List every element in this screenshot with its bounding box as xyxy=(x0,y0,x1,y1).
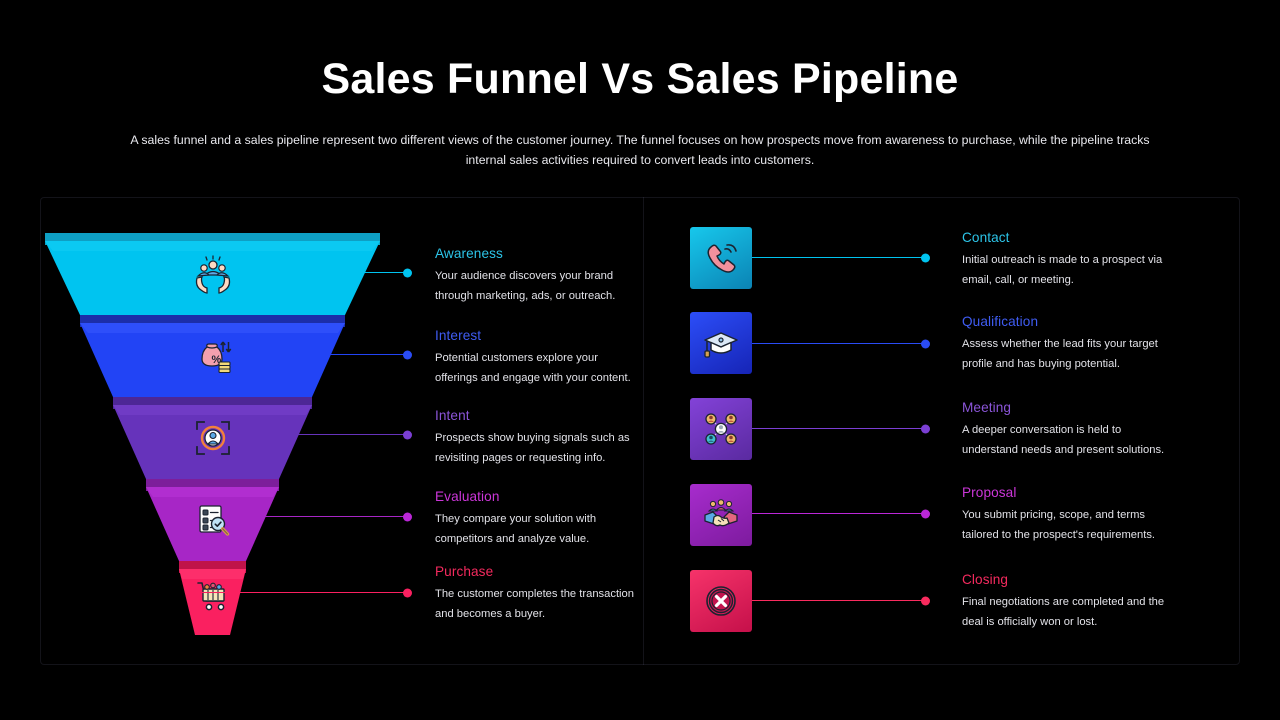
funnel-stage-title: Evaluation xyxy=(435,489,500,504)
pipeline-stage-description: A deeper conversation is held to underst… xyxy=(962,424,1165,456)
funnel-stage-evaluation: Evaluation They compare your solution wi… xyxy=(435,489,640,549)
sales-funnel-graphic: % xyxy=(40,225,385,635)
funnel-connector-purchase xyxy=(198,588,412,598)
pipeline-stage-title: Meeting xyxy=(962,400,1012,415)
pipeline-connector-meeting xyxy=(752,424,930,434)
funnel-connector-interest xyxy=(297,350,412,360)
funnel-stage-title: Awareness xyxy=(435,246,503,261)
pipeline-tile-closing[interactable] xyxy=(690,570,752,632)
funnel-stage-description: They compare your solution with competit… xyxy=(435,513,597,545)
funnel-stage-title: Interest xyxy=(435,328,482,343)
funnel-connector-dot xyxy=(403,430,412,440)
pipeline-stage-title: Contact xyxy=(962,230,1010,245)
page-subtitle: A sales funnel and a sales pipeline repr… xyxy=(130,133,1150,167)
funnel-connector-intent xyxy=(264,430,412,440)
pipeline-stage-description: Initial outreach is made to a prospect v… xyxy=(962,254,1163,286)
handshake-team-icon xyxy=(703,497,739,533)
pipeline-stage-contact: Contact Initial outreach is made to a pr… xyxy=(962,230,1177,290)
funnel-stage-intent: Intent Prospects show buying signals suc… xyxy=(435,408,640,468)
funnel-segment-purchase[interactable] xyxy=(40,561,385,643)
funnel-connector-evaluation xyxy=(231,512,412,522)
pipeline-stage-description: You submit pricing, scope, and terms tai… xyxy=(962,509,1156,541)
pipeline-tile-proposal[interactable] xyxy=(690,484,752,546)
pipeline-panel xyxy=(643,197,1240,665)
funnel-segment-evaluation[interactable] xyxy=(40,479,385,561)
pipeline-connector-contact xyxy=(752,253,930,263)
funnel-stage-title: Intent xyxy=(435,408,470,423)
pipeline-connector-dot xyxy=(921,596,930,606)
graduation-cap-icon xyxy=(703,325,739,361)
pipeline-stage-description: Final negotiations are completed and the… xyxy=(962,596,1165,628)
pipeline-stage-title: Proposal xyxy=(962,485,1017,500)
funnel-stage-interest: Interest Potential customers explore you… xyxy=(435,328,640,388)
pipeline-tile-contact[interactable] xyxy=(690,227,752,289)
pipeline-stage-closing: Closing Final negotiations are completed… xyxy=(962,572,1177,632)
funnel-panel xyxy=(40,197,644,665)
funnel-segment-interest[interactable]: % xyxy=(40,315,385,397)
network-people-icon xyxy=(703,411,739,447)
funnel-stage-title: Purchase xyxy=(435,564,494,579)
funnel-connector-awareness xyxy=(330,268,412,278)
funnel-stage-description: The customer completes the transaction a… xyxy=(435,588,634,620)
pipeline-stage-meeting: Meeting A deeper conversation is held to… xyxy=(962,400,1177,460)
funnel-stage-description: Prospects show buying signals such as re… xyxy=(435,432,630,464)
funnel-stage-awareness: Awareness Your audience discovers your b… xyxy=(435,246,640,306)
pipeline-connector-dot xyxy=(921,509,930,519)
funnel-connector-dot xyxy=(403,268,412,278)
pipeline-stage-title: Closing xyxy=(962,572,1009,587)
funnel-connector-dot xyxy=(403,512,412,522)
pipeline-stage-description: Assess whether the lead fits your target… xyxy=(962,338,1158,370)
funnel-stage-purchase: Purchase The customer completes the tran… xyxy=(435,564,640,624)
pipeline-tile-qualification[interactable] xyxy=(690,312,752,374)
pipeline-connector-dot xyxy=(921,339,930,349)
funnel-segment-awareness[interactable] xyxy=(40,233,385,315)
deal-closed-x-icon xyxy=(703,583,739,619)
pipeline-connector-proposal xyxy=(752,509,930,519)
ringing-phone-icon xyxy=(703,240,739,276)
pipeline-connector-qualification xyxy=(752,339,930,349)
funnel-stage-description: Potential customers explore your offerin… xyxy=(435,352,631,384)
funnel-stage-description: Your audience discovers your brand throu… xyxy=(435,270,616,302)
funnel-segment-intent[interactable] xyxy=(40,397,385,479)
funnel-connector-dot xyxy=(403,350,412,360)
page-title: Sales Funnel Vs Sales Pipeline xyxy=(321,55,959,103)
pipeline-connector-closing xyxy=(752,596,930,606)
pipeline-connector-dot xyxy=(921,253,930,263)
pipeline-connector-dot xyxy=(921,424,930,434)
pipeline-stage-title: Qualification xyxy=(962,314,1039,329)
funnel-connector-dot xyxy=(403,588,412,598)
pipeline-tile-meeting[interactable] xyxy=(690,398,752,460)
pipeline-stage-qualification: Qualification Assess whether the lead fi… xyxy=(962,314,1177,374)
pipeline-stage-proposal: Proposal You submit pricing, scope, and … xyxy=(962,485,1177,545)
